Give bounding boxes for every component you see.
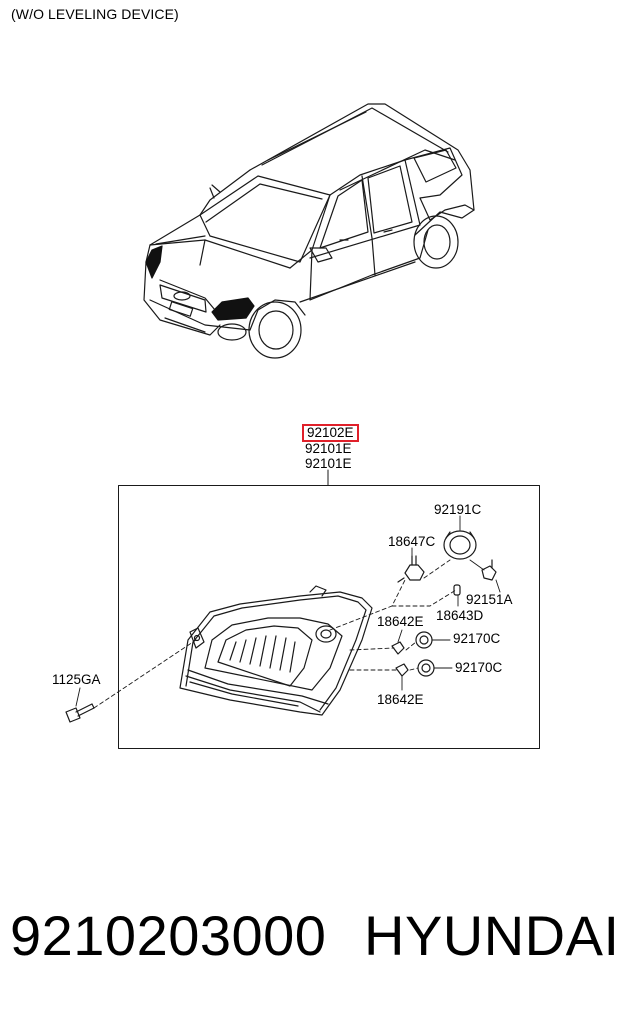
side-bulb: [481, 559, 497, 581]
side-socket: [453, 584, 461, 596]
callout-18642e-top[interactable]: 18642E: [377, 614, 424, 629]
callout-92151a[interactable]: 92151A: [466, 592, 513, 607]
mounting-bolt: [65, 703, 95, 723]
assembly-frame: [118, 485, 540, 749]
callout-92101e-a[interactable]: 92101E: [305, 441, 352, 456]
callout-18643d[interactable]: 18643D: [436, 608, 484, 623]
brand-name: HYUNDAI: [364, 904, 620, 967]
part-number: 9210203000: [10, 904, 327, 967]
parking-bulb-top: [391, 641, 405, 655]
callout-18642e-bottom[interactable]: 18642E: [377, 692, 424, 707]
callout-92170c-top[interactable]: 92170C: [453, 631, 501, 646]
callout-92170c-bottom[interactable]: 92170C: [455, 660, 503, 675]
headlamp-left-highlight: [145, 245, 163, 279]
headlamp-bulb: [397, 555, 425, 583]
diagram-note: (W/O LEVELING DEVICE): [11, 6, 179, 22]
callout-92102e[interactable]: 92102E: [302, 424, 359, 442]
headlamp-right-highlight: [211, 297, 255, 321]
vehicle-illustration: [143, 103, 475, 359]
headlamp-assembly: [179, 585, 373, 716]
callout-18647c[interactable]: 18647C: [388, 534, 436, 549]
bulb-socket-cover: [443, 530, 477, 560]
parking-bulb-bottom: [395, 663, 409, 677]
callout-92191c[interactable]: 92191C: [434, 502, 482, 517]
callout-1125ga[interactable]: 1125GA: [52, 672, 101, 687]
socket-bottom: [417, 659, 435, 677]
socket-top: [415, 631, 433, 649]
callout-92101e-b[interactable]: 92101E: [305, 456, 352, 471]
